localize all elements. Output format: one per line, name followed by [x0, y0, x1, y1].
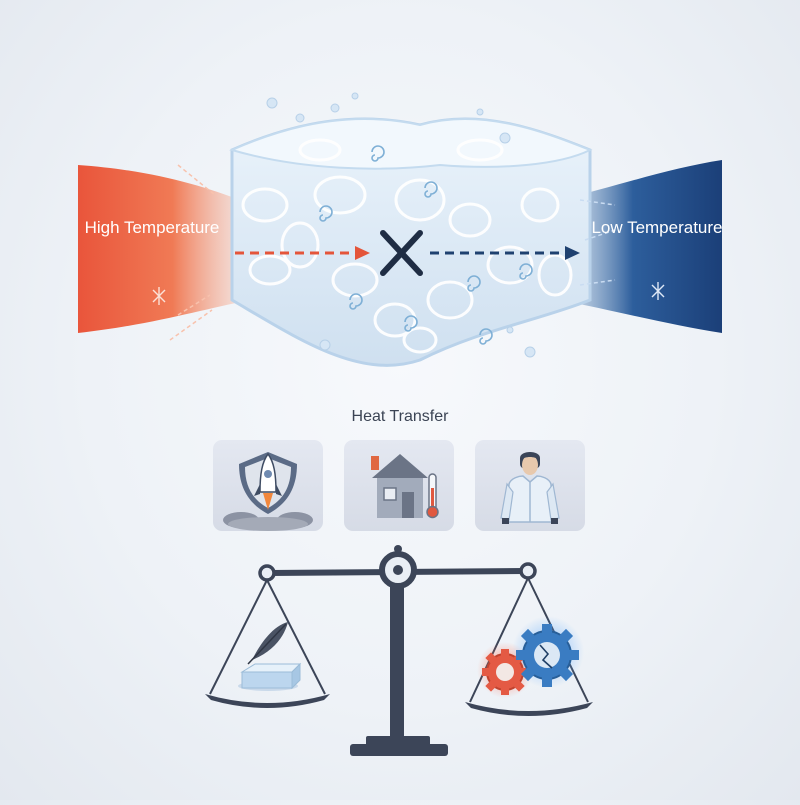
low-temperature-label: Low Temperature [591, 218, 723, 237]
gear-icon [482, 649, 528, 695]
heat-flow-arrow-hot [235, 246, 370, 260]
feather-icon [247, 622, 288, 665]
snowflake-icon [651, 282, 665, 300]
high-temperature-band [78, 165, 250, 333]
heat-transfer-caption: Heat Transfer [351, 408, 449, 425]
person-jacket-icon [500, 452, 560, 524]
snowflake-icon [152, 287, 166, 305]
rocket-shield-tile [213, 440, 323, 531]
house-thermometer-tile [344, 440, 454, 531]
rocket-shield-icon [223, 452, 313, 531]
house-thermometer-icon [371, 454, 439, 519]
heat-flow-arrow-cold [430, 246, 580, 260]
aerogel-block-icon [238, 662, 302, 691]
x-icon [380, 230, 423, 276]
person-jacket-tile [475, 440, 585, 531]
cracked-gear-icon [516, 624, 579, 687]
scale-icon [205, 545, 593, 756]
high-temperature-label: High Temperature [84, 218, 220, 237]
low-temperature-band [560, 160, 722, 333]
aerogel-slab [229, 92, 593, 367]
